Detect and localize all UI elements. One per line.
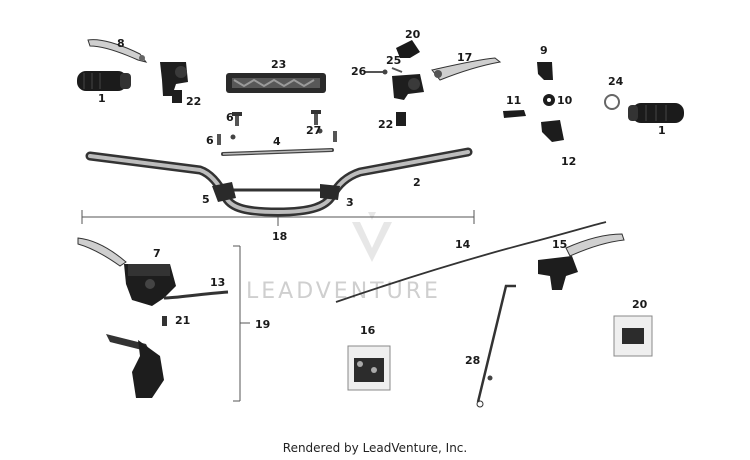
clutch-lever [87,39,148,63]
left-grip [77,71,131,91]
callout-7: 7 [153,247,161,260]
callout-3: 3 [346,196,354,209]
hardware-bag-16 [347,345,391,391]
callout-14: 14 [455,238,471,251]
bolt-right-upper [311,110,323,134]
callout-8: 8 [117,37,125,50]
callout-11: 11 [506,94,521,107]
callout-27: 27 [306,124,321,137]
bolt-right-lower [333,131,337,142]
hardware-bag-20 [613,315,653,357]
callout-4: 4 [273,135,281,148]
right-grip [628,103,684,123]
callout-5: 5 [202,193,210,206]
throttle-housing [538,233,625,290]
callout-13: 13 [210,276,225,289]
throttle-cable [335,221,607,303]
clamp-right [320,184,340,200]
crossbar-pad [226,73,326,93]
callout-10: 10 [557,94,573,107]
clamp-left [212,182,236,202]
brake-caliper [106,334,164,398]
callout-12: 12 [561,155,576,168]
watermark-logo [352,212,392,262]
adjuster-screw [365,69,388,75]
callout-18: 18 [272,230,287,243]
callout-2: 2 [413,176,421,189]
throttle-cover [396,40,420,58]
callout-17: 17 [457,51,472,64]
brake-perch [392,74,424,126]
front-master-cylinder [77,237,176,306]
callout-20-bottom: 20 [632,298,648,311]
callout-20-top: 20 [405,28,421,41]
throttle-tube [503,110,526,118]
bolt-21 [162,316,167,326]
callout-28: 28 [465,354,480,367]
callout-24: 24 [608,75,624,88]
callout-25: 25 [386,54,401,67]
choke-rod [476,284,516,408]
callout-22-left: 22 [186,95,201,108]
callout-1-left: 1 [98,92,106,105]
washer [543,94,555,106]
footer-credit: Rendered by LeadVenture, Inc. [282,441,468,455]
callout-9: 9 [540,44,548,57]
bracket-18 [81,210,475,226]
callout-23: 23 [271,58,286,71]
callout-15: 15 [552,238,567,251]
crossbar [221,148,334,156]
callout-21: 21 [175,314,190,327]
callout-16: 16 [360,324,376,337]
callout-26: 26 [351,65,367,78]
small-screw [391,67,403,73]
callout-6-upper: 6 [226,111,234,124]
bracket-19 [233,245,250,402]
brake-lever-upper [431,57,502,81]
clutch-perch [160,62,188,103]
o-ring [604,94,620,110]
switch-housing-top [537,62,553,80]
handlebar [85,147,473,217]
switch-housing-bottom [541,120,564,142]
callout-19: 19 [255,318,270,331]
bolt-left-lower [217,134,236,145]
callout-6-lower: 6 [206,134,214,147]
brake-line [163,290,229,300]
callout-1-right: 1 [658,124,666,137]
callout-22-right: 22 [378,118,393,131]
bolt-left-upper [232,112,242,126]
